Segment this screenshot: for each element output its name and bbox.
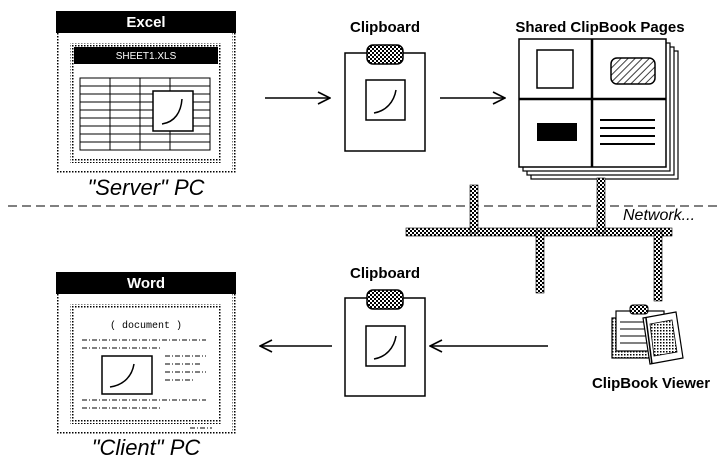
clipbook-pages-stack [518,38,679,180]
clipbook-pages-label: Shared ClipBook Pages [515,19,684,36]
word-title: Word [127,275,165,292]
word-window: Word ( document ) [56,272,236,435]
clipboard-bottom-icon [344,289,426,397]
embedded-chart [101,355,153,395]
client-pc-caption: "Client" PC [92,435,201,457]
excel-window: Excel SHEET1.XLS [56,11,236,174]
clipbook-viewer-label: ClipBook Viewer [592,375,710,392]
network-cable [405,177,673,302]
spreadsheet-grid [79,77,211,151]
server-pc-caption: "Server" PC [87,175,204,200]
clipboard-bottom-label: Clipboard [350,265,420,282]
clipboard-top-icon [344,44,426,152]
document-text-lines [82,339,212,429]
chart-object [152,90,194,132]
excel-title: Excel [126,14,165,31]
clipbook-viewer-icon [611,304,684,365]
clipboard-top-label: Clipboard [350,19,420,36]
document-label: ( document ) [110,320,182,332]
network-label: Network... [623,207,695,224]
sheet-title: SHEET1.XLS [116,51,177,62]
